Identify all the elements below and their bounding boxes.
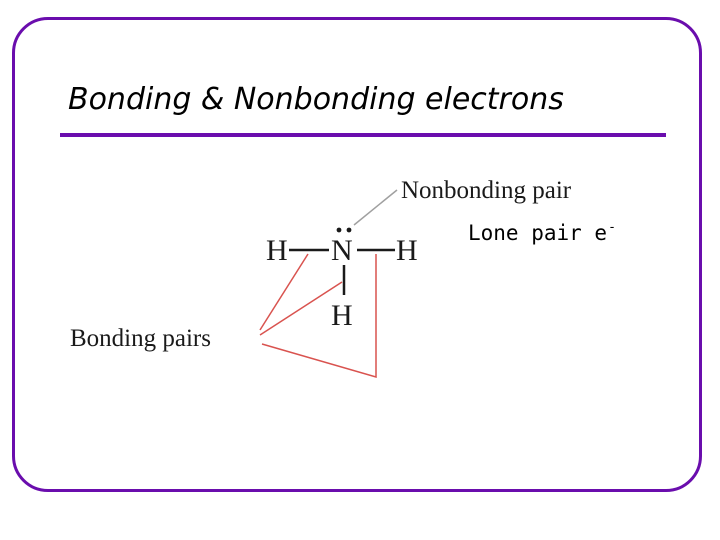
slide-title: Bonding & Nonbonding electrons — [68, 82, 564, 117]
bonding-pointer-bottom — [259, 281, 343, 336]
lone-pair-dot — [346, 227, 352, 233]
lone-pair-dot — [336, 227, 342, 233]
atom-h-right: H — [396, 234, 418, 267]
lone-pair-annotation: Lone pair e- — [468, 220, 616, 245]
atom-n-center: N — [331, 234, 353, 267]
lone-pair-text: Lone pair e — [468, 221, 608, 245]
atom-h-left: H — [266, 234, 288, 267]
nonbonding-pointer-line — [353, 189, 398, 226]
electron-charge-superscript: - — [608, 220, 616, 235]
bonding-pairs-label: Bonding pairs — [70, 325, 211, 352]
bonding-pointer-right — [261, 254, 377, 378]
slide-frame — [12, 17, 702, 492]
bonding-pointer-left — [259, 253, 309, 331]
nonbonding-pair-label: Nonbonding pair — [401, 177, 572, 204]
title-underline — [60, 133, 666, 137]
atom-h-bottom: H — [331, 299, 353, 332]
